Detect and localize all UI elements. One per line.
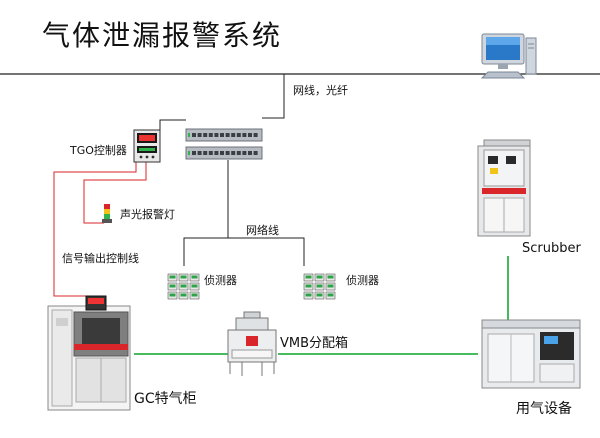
scrubber-label: Scrubber — [522, 241, 581, 256]
signal-output-label: 信号输出控制线 — [62, 252, 139, 265]
gas-equipment-label: 用气设备 — [516, 401, 572, 417]
signal-output-line — [53, 162, 137, 297]
gas-cabinet-icon — [47, 295, 131, 411]
tgo-controller-label: TGO控制器 — [70, 144, 127, 157]
gc-cabinet-label: GC特气柜 — [134, 391, 197, 407]
network-switch-icon — [185, 128, 263, 160]
gas-detector-icon-left — [167, 273, 200, 300]
network-cable-left — [183, 160, 229, 266]
computer-icon — [480, 33, 537, 79]
detector-right-label: 侦测器 — [346, 274, 379, 287]
network-fiber-line — [262, 74, 285, 119]
switch-controller-line — [159, 119, 186, 130]
gas-equipment-icon — [481, 319, 581, 389]
vmb-box-icon — [227, 311, 277, 376]
signal-tower-icon — [102, 204, 112, 223]
network-cable-label: 网络线 — [246, 224, 279, 237]
alarm-light-line — [83, 162, 147, 224]
network-cable-right — [228, 237, 305, 266]
scrubber-icon — [477, 139, 531, 237]
page-title: 气体泄漏报警系统 — [42, 19, 283, 52]
vmb-box-label: VMB分配箱 — [280, 336, 349, 351]
alarm-light-label: 声光报警灯 — [120, 208, 175, 221]
detector-left-label: 侦测器 — [204, 274, 237, 287]
network-fiber-label: 网线，光纤 — [293, 84, 348, 97]
gas-detector-icon-right — [303, 273, 336, 300]
tgo-controller-icon — [133, 129, 161, 163]
